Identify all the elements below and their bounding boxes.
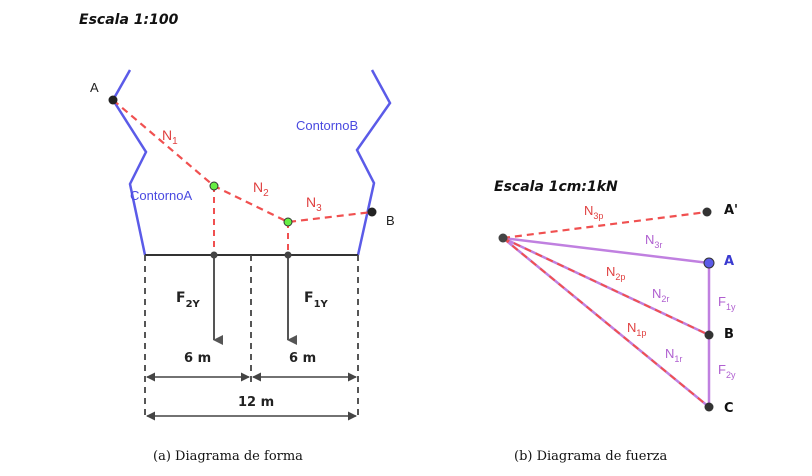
label-n2r: N2r — [652, 286, 669, 304]
point-c-force — [704, 402, 714, 412]
label-a-prime: A' — [724, 203, 738, 218]
label-n1r: N1r — [665, 346, 682, 364]
label-contour-a: ContornoA — [130, 188, 192, 203]
ray-n2p — [502, 237, 710, 336]
dim-label-left: 6 m — [184, 351, 211, 366]
point-a-prime — [702, 207, 712, 217]
pole-point — [498, 233, 508, 243]
label-n1p: N1p — [627, 320, 646, 338]
force-diagram: Escala 1cm:1kN A' A B C N3p N3r N2p N2r … — [494, 179, 738, 464]
dim-label-total: 12 m — [238, 395, 274, 410]
point-a-force — [703, 257, 715, 269]
beam-node-right — [284, 251, 292, 259]
label-contour-b: ContornoB — [296, 118, 358, 133]
caption-force: (b) Diagrama de fuerza — [514, 449, 668, 464]
label-f2y: F2Y — [176, 290, 201, 310]
contour-a-line — [111, 69, 148, 256]
force-scale-label: Escala 1cm:1kN — [494, 179, 618, 195]
form-diagram: Escala 1:100 A B ContornoA ContornoB — [79, 12, 395, 464]
contour-b-line — [355, 69, 392, 256]
label-f2y-force: F2y — [718, 362, 736, 380]
label-f1y: F1Y — [304, 290, 329, 310]
form-scale-label: Escala 1:100 — [79, 12, 179, 28]
dim-label-right: 6 m — [289, 351, 316, 366]
label-n2: N2 — [253, 179, 269, 199]
point-b-force — [704, 330, 714, 340]
label-a-force: A — [724, 254, 734, 269]
ray-n3p — [502, 210, 708, 240]
label-f1y-force: F1y — [718, 294, 736, 312]
label-n3r: N3r — [645, 232, 662, 250]
node-1 — [209, 181, 219, 191]
beam-node-left — [210, 251, 218, 259]
funicular-polygon — [112, 99, 373, 224]
node-2 — [283, 217, 293, 227]
point-a — [108, 95, 118, 105]
label-n3: N3 — [306, 194, 322, 214]
label-point-a: A — [90, 80, 99, 95]
label-point-b: B — [386, 213, 395, 228]
ray-n3r — [502, 236, 710, 265]
ray-n1p — [502, 237, 710, 408]
label-b-force: B — [724, 327, 734, 342]
label-n3p: N3p — [584, 203, 603, 221]
caption-form: (a) Diagrama de forma — [153, 449, 303, 464]
label-c-force: C — [724, 401, 734, 416]
point-b — [367, 207, 377, 217]
label-n2p: N2p — [606, 264, 625, 282]
label-n1: N1 — [162, 127, 178, 147]
